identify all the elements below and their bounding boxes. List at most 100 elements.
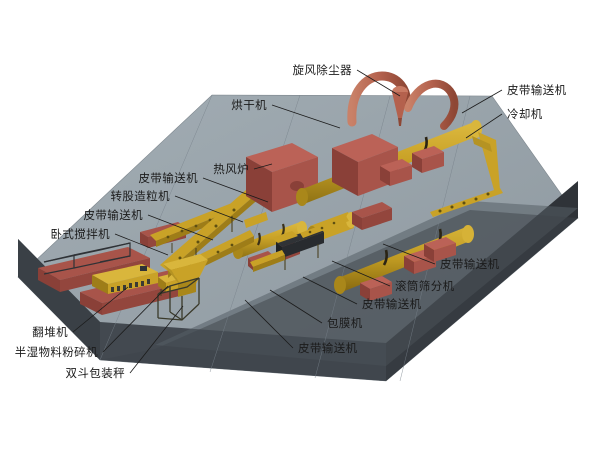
cooler-support-3-top <box>424 237 456 250</box>
belt-dc-head <box>472 136 492 152</box>
compost-turner-unit <box>38 242 192 315</box>
leader-compost-turner <box>72 286 129 333</box>
leader-belt-bottom-3 <box>382 243 436 265</box>
leader-belt-left-1 <box>202 177 269 203</box>
leader-semi-wet-crusher <box>102 285 169 353</box>
leader-drum-screen <box>331 260 391 287</box>
belt-conveyor-bottom-2 <box>300 216 349 238</box>
belt-b2-rollers <box>308 221 336 234</box>
leader-horizontal-mixer <box>114 233 169 256</box>
cooler-support-3-front <box>434 243 456 262</box>
turner-body-end <box>92 275 108 294</box>
scale-hopper-left <box>163 264 183 288</box>
dryer-support-1-front <box>390 165 412 186</box>
label-compost-turner: 翻堆机 <box>32 325 68 339</box>
turner-cab <box>140 266 147 271</box>
cooler-support-3-left <box>424 244 434 262</box>
leader-belt-bottom-1 <box>244 299 294 349</box>
label-cyclone: 旋风除尘器 <box>293 63 353 77</box>
label-belt-bottom-2: 皮带输送机 <box>362 297 422 311</box>
granulator-drum-body <box>236 222 304 258</box>
belt-tr-deck <box>430 188 503 217</box>
belt-dryer-side <box>168 182 270 278</box>
label-double-bucket: 双斗包装秤 <box>66 366 126 380</box>
label-film-coater: 包膜机 <box>327 316 363 330</box>
cooler-drum <box>334 225 474 301</box>
turner-teeth <box>111 279 150 292</box>
label-dryer: 烘干机 <box>231 98 267 112</box>
cooler-drum-end-left <box>334 276 346 294</box>
dryer-support-2-front <box>422 152 444 173</box>
belt-b1-deck <box>250 250 285 267</box>
label-cooler: 冷却机 <box>507 107 543 121</box>
dryer-support-2-top <box>412 146 444 159</box>
leader-lines <box>72 69 503 374</box>
scale-stand <box>157 277 200 321</box>
cyclone-cone <box>392 92 408 118</box>
label-belt-bottom-1: 皮带输送机 <box>298 341 358 355</box>
coater-feed-hopper <box>272 231 298 243</box>
cyclone-unit <box>347 71 459 130</box>
dryer-support-1-left <box>380 166 390 186</box>
belt-conveyor-top-right <box>430 188 503 217</box>
turner-body-side <box>108 272 158 294</box>
mixer-body-end <box>140 232 148 248</box>
screen-motor-top <box>352 202 392 218</box>
label-horizontal-mixer: 卧式搅拌机 <box>51 227 111 241</box>
label-granulator: 转股造粒机 <box>111 189 171 203</box>
scale-hopper-front <box>171 260 208 288</box>
label-belt-top-right: 皮带输送机 <box>507 83 567 97</box>
belt-1-deck-lower <box>244 212 268 228</box>
leader-belt-bottom-2 <box>302 276 358 305</box>
cooler-support-1-left <box>360 283 370 301</box>
leader-film-coater <box>269 289 323 324</box>
cooler-support-1-top <box>360 276 392 289</box>
belt-dryer-deck <box>160 176 270 271</box>
label-hot-air-furnace: 热风炉 <box>213 162 249 176</box>
dryer-drum-end-left <box>296 188 308 206</box>
leader-dryer <box>271 104 341 129</box>
belt-b2-deck <box>300 216 349 238</box>
scale-hopper-rim <box>163 254 208 270</box>
dryer-support-2-left <box>412 153 422 173</box>
leader-hot-air-furnace <box>253 163 273 170</box>
turner-gantry <box>43 242 131 275</box>
leader-cooler <box>465 113 503 139</box>
coater-body-side <box>282 232 324 258</box>
furnace-top <box>246 143 318 172</box>
compost-bed-2-end <box>80 292 102 315</box>
cooler-support-1-front <box>370 282 392 301</box>
label-drum-screen: 滚筒筛分机 <box>395 279 455 293</box>
belt-conveyor-bottom-1 <box>250 250 285 272</box>
label-belt-left-1: 皮带输送机 <box>139 171 199 185</box>
dryer-drum <box>296 120 482 206</box>
belt-2-deck <box>150 203 238 241</box>
furnace-left <box>246 157 272 212</box>
cooler-drum-end-right <box>462 225 474 243</box>
leader-double-bucket <box>129 305 184 374</box>
label-belt-left-2: 皮带输送机 <box>84 208 144 222</box>
cyclone-tip <box>398 118 402 126</box>
dryer-support-1-top <box>380 159 412 172</box>
packing-scale-unit <box>157 254 208 321</box>
platform-shade-band-2 <box>100 210 578 381</box>
leader-cyclone <box>356 69 401 97</box>
label-semi-wet-crusher: 半湿物料粉碎机 <box>15 345 98 359</box>
leader-belt-top-right <box>461 89 503 114</box>
granulator-support-1-end <box>248 258 254 271</box>
screen-motor-left <box>352 212 362 230</box>
leader-belt-left-2 <box>147 214 214 241</box>
leader-granulator <box>174 195 244 223</box>
dryer-housing-top <box>332 134 398 162</box>
cyclone-pipe-right <box>404 79 459 130</box>
label-belt-bottom-3: 皮带输送机 <box>440 257 500 271</box>
belt-tr-rollers <box>438 192 490 213</box>
crusher-end <box>158 277 166 292</box>
screen-motor-front <box>362 208 392 230</box>
belt-conveyor-dryer-to-cooler <box>472 132 500 190</box>
labels-group: 旋风除尘器 烘干机 皮带输送机 冷却机 皮带输送机 转股造粒机 皮带输送机 热风… <box>15 63 567 380</box>
granulator-support-1 <box>248 251 274 263</box>
cooler-support-2-left <box>404 256 414 274</box>
